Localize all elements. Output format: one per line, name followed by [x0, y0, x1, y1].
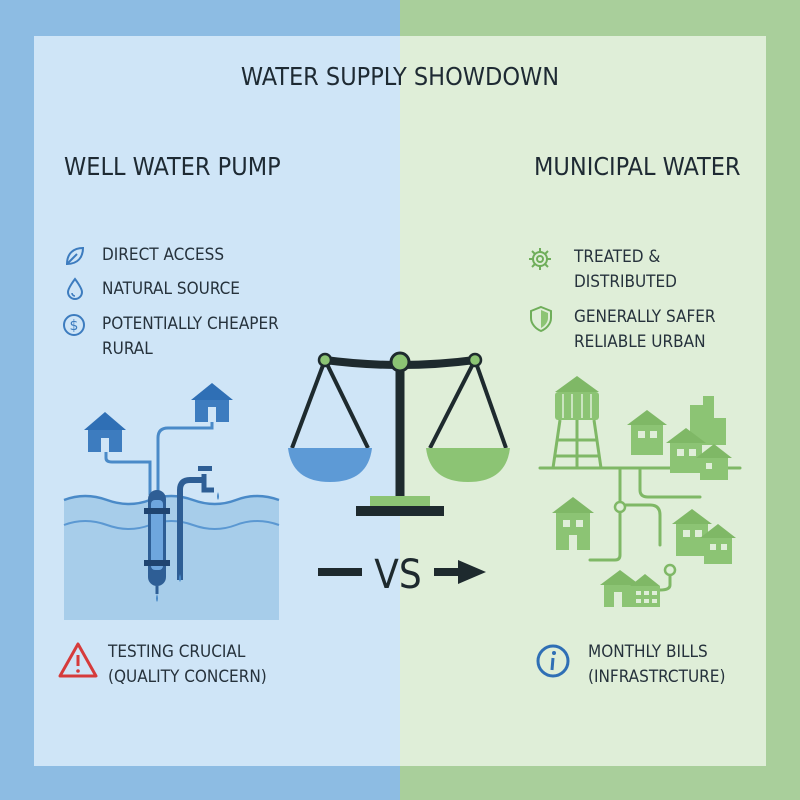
- feature-treated-distributed: TREATED & DISTRIBUTED: [574, 247, 677, 292]
- well-illustration: [63, 383, 280, 620]
- water-tower-icon: [555, 376, 599, 420]
- house-icon: [552, 497, 594, 550]
- feature-potentially-cheaper: POTENTIALLY CHEAPER RURAL: [102, 314, 279, 359]
- page-title: WATER SUPPLY SHOWDOWN: [240, 62, 560, 91]
- balance-scale-icon: [288, 351, 510, 516]
- feature-natural-source: NATURAL SOURCE: [102, 279, 240, 299]
- feature-direct-access: DIRECT ACCESS: [102, 245, 225, 265]
- house-icon: [672, 509, 712, 556]
- leaf-icon: [65, 246, 85, 266]
- feature-generally-safer: GENERALLY SAFER RELIABLE URBAN: [574, 307, 716, 352]
- house-icon: [627, 410, 667, 455]
- house-icon: [696, 444, 732, 480]
- shield-icon: [530, 305, 552, 333]
- gear-icon: [529, 248, 551, 270]
- dollar-coin-icon: $: [63, 314, 85, 336]
- building-icon: [630, 574, 660, 607]
- warning-triangle-icon: [58, 642, 98, 678]
- house-icon: [84, 412, 126, 452]
- svg-text:$: $: [70, 318, 79, 334]
- vs-arrow: VS: [318, 552, 486, 598]
- house-icon: [600, 570, 640, 607]
- house-icon: [700, 524, 736, 564]
- testing-crucial-note: TESTING CRUCIAL (QUALITY CONCERN): [108, 642, 267, 687]
- municipal-water-heading: MUNICIPAL WATER: [534, 152, 741, 181]
- vs-label: VS: [374, 552, 421, 598]
- monthly-bills-note: MONTHLY BILLS (INFRASTRCTURE): [588, 642, 726, 687]
- well-water-heading: WELL WATER PUMP: [64, 152, 281, 181]
- water-drop-icon: [66, 277, 84, 300]
- info-circle-icon: [536, 644, 570, 678]
- house-icon: [191, 383, 233, 422]
- municipal-illustration: [538, 376, 742, 607]
